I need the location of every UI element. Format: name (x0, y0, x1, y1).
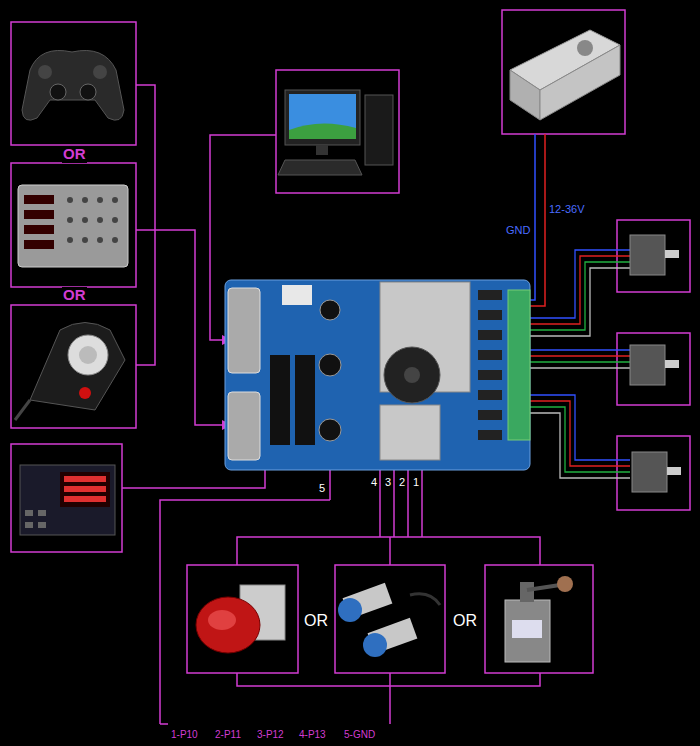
wire-label: 1-P10 (170, 729, 199, 740)
wire-label: 12-36V (548, 203, 585, 215)
wire-label: GND (505, 224, 531, 236)
pin-number: 3 (384, 476, 392, 488)
wire-label: OR (303, 612, 329, 630)
pin-number: 2 (398, 476, 406, 488)
wire-label: 4-P13 (298, 729, 327, 740)
wire-label: OR (62, 146, 87, 163)
wire-label: 3-P12 (256, 729, 285, 740)
wire-label: OR (62, 287, 87, 304)
pin-number: 4 (370, 476, 378, 488)
wire-label: 2-P11 (214, 729, 242, 740)
wire-label: 5-GND (343, 729, 376, 740)
wire-label: OR (452, 612, 478, 630)
pin-number: 1 (412, 476, 420, 488)
pin-number: 5 (318, 482, 326, 494)
controller-board: 5 4321 (225, 280, 530, 495)
